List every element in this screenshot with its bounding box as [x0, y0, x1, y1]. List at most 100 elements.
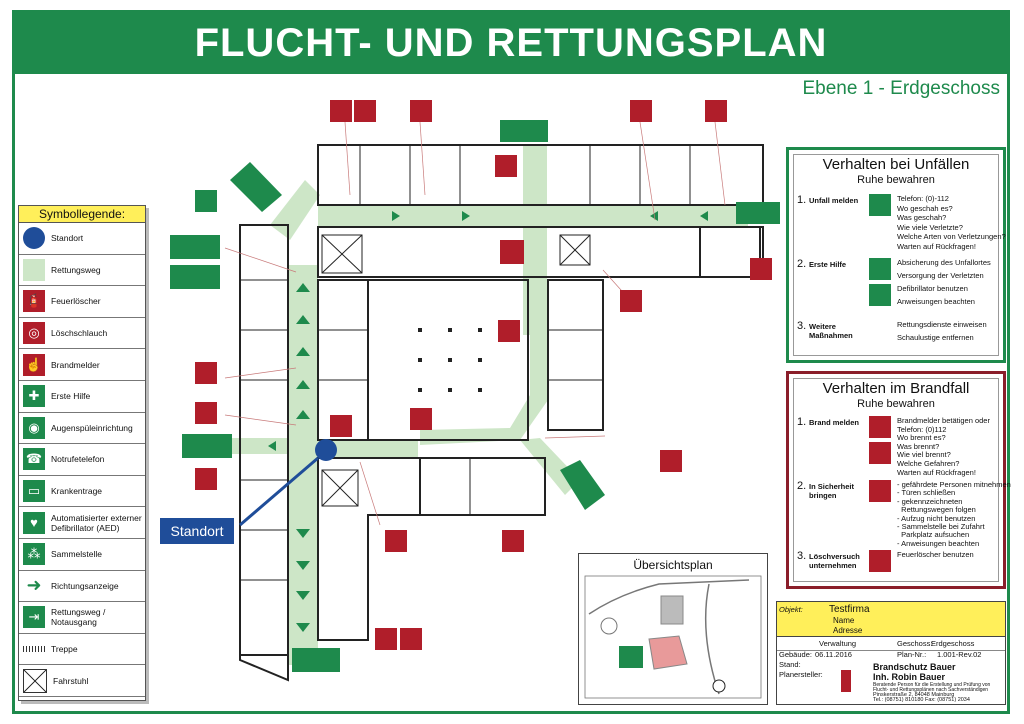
company-address: Pinskerstraße 2, 84048 Mainburg [873, 692, 955, 698]
escape-route-area [225, 145, 748, 665]
step-text: Versorgung der Verletzten [897, 271, 984, 280]
company-fine-1: Beratende Person für die Erstellung und … [873, 682, 991, 688]
step-icon [869, 480, 891, 502]
step-text: - Sammelstelle bei Zufahrt [897, 522, 985, 531]
level-label: Ebene 1 - Erdgeschoss [802, 78, 1000, 99]
legend-item: ☝Brandmelder [19, 349, 145, 381]
fire-procedure-panel: Verhalten im Brandfall Ruhe bewahren 1.B… [786, 371, 1011, 589]
step-text: - gefährdete Personen mitnehmen [897, 480, 1011, 489]
step-label: Weitere Maßnahmen [809, 322, 853, 340]
company-contact: Tel.: (08751) 810180 Fax: (08751) 2034 [873, 697, 970, 703]
step-text: Schaulustige entfernen [897, 333, 974, 342]
step-text: Brandmelder betätigen oder [897, 416, 990, 425]
building-walls [239, 144, 764, 682]
direction-arrow-icon: ➜ [26, 575, 42, 596]
emergency-exit-icon: ⇥ [23, 606, 45, 629]
legend-label: Notrufetelefon [51, 454, 105, 465]
step-text: Parkplatz aufsuchen [897, 530, 970, 540]
step-text: Defibrillator benutzen [897, 284, 968, 293]
legend-label: Rettungsweg / Notausgang [51, 607, 106, 628]
step-text: - Anweisungen beachten [897, 538, 980, 548]
objekt-name: Name [833, 616, 855, 625]
step-text: - Türen schließen [897, 488, 956, 498]
step-number: 3. [797, 320, 807, 332]
legend-item: Fahrstuhl [19, 665, 145, 697]
step-icon [869, 550, 891, 572]
step-text: Absicherung des Unfallortes [897, 258, 991, 267]
gebaeude-label: Gebäude: [779, 650, 812, 659]
fire-hose-icon: ◎ [23, 322, 45, 345]
legend-item: ▭Krankentrage [19, 476, 145, 508]
title-block: Objekt: Testfirma Name Adresse Verwaltun… [776, 601, 1006, 705]
legend-title: Symbollegende: [19, 206, 145, 223]
objekt-value: Testfirma [829, 604, 870, 615]
accident-subtitle: Ruhe bewahren [857, 174, 935, 186]
step-text: - gekennzeichneten [897, 496, 963, 506]
step-label: In Sicherheit bringen [809, 482, 855, 500]
legend-label: Feuerlöscher [51, 296, 101, 307]
plan-nr-label: Plan-Nr.: [897, 650, 927, 659]
step-text: Was brennt? [897, 441, 940, 451]
overview-drawing [584, 575, 762, 699]
stand-label: Stand: [779, 660, 801, 669]
leader-lines [224, 121, 726, 526]
step-text: Telefon: (0)-112 [897, 194, 949, 203]
legend-item: ♥Automatisierter externer Defibrillator … [19, 507, 145, 539]
step-text: Telefon: (0)112 [897, 424, 947, 434]
stairs-icon [321, 234, 591, 507]
legend-item: ◎Löschschlauch [19, 318, 145, 350]
step-text: Welche Gefahren? [897, 459, 960, 468]
overview-title: Übersichtsplan [633, 558, 713, 572]
company-logo-icon [841, 670, 851, 692]
standort-label: Standort [160, 518, 234, 544]
standort-marker [315, 439, 337, 461]
step-text: Rettungswegen folgen [897, 505, 976, 515]
legend-label: Automatisierter externer Defibrillator (… [51, 512, 142, 533]
step-text: Was geschah? [897, 213, 947, 222]
legend-item: Rettungsweg [19, 255, 145, 287]
step-icon [869, 416, 891, 438]
legend-item: Treppe [19, 634, 145, 666]
planersteller-label: Planersteller: [779, 670, 823, 679]
fire-extinguisher-icon: 🧯 [23, 290, 45, 313]
legend-label: Richtungsanzeige [51, 580, 119, 591]
overview-map: Übersichtsplan [578, 553, 768, 705]
stretcher-icon: ▭ [23, 480, 45, 503]
fire-title: Verhalten im Brandfall [822, 380, 970, 397]
step-text: Warten auf Rückfragen! [897, 241, 976, 251]
step-text: Wie viele Verletzte? [897, 222, 963, 232]
accident-title: Verhalten bei Unfällen [822, 156, 970, 173]
legend-label: Fahrstuhl [53, 675, 89, 686]
first-aid-icon: ✚ [23, 385, 45, 408]
legend-item: ☎Notrufetelefon [19, 444, 145, 476]
rettungsweg-swatch-icon [23, 258, 45, 281]
step-label: Erste Hilfe [809, 260, 847, 269]
company-fine-2: Flucht- und Rettungsplänen nach Sachvers… [873, 687, 989, 693]
step-icon [869, 442, 891, 464]
step-text: Wie viel brennt? [897, 450, 951, 460]
step-icon [869, 284, 891, 306]
fire-alarm-icon: ☝ [23, 353, 45, 376]
floor-plan [170, 100, 780, 682]
step-number: 2. [797, 480, 807, 492]
plan-signs [170, 100, 780, 672]
legend-item: ◉Augenspüleinrichtung [19, 413, 145, 445]
legend-item: ➜ Richtungsanzeige [19, 571, 145, 603]
eye-wash-icon: ◉ [23, 416, 45, 439]
step-label: Brand melden [809, 418, 860, 427]
stairs-icon [23, 646, 45, 653]
step-number: 1. [797, 416, 807, 428]
geschoss-label: Geschoss: [897, 639, 933, 648]
legend-label: Standort [51, 233, 84, 244]
columns [418, 328, 482, 392]
legend-label: Erste Hilfe [51, 391, 91, 402]
direction-arrows [268, 211, 708, 632]
plan-frame [12, 10, 1010, 714]
legend-item: Standort [19, 223, 145, 255]
step-label: Löschversuch unternehmen [809, 552, 860, 570]
legend-label: Treppe [51, 644, 78, 655]
step-text: Warten auf Rückfragen! [897, 467, 976, 477]
page-title: FLUCHT- UND RETTUNGSPLAN [14, 12, 1008, 74]
objekt-address: Adresse [833, 626, 863, 635]
legend-label: Rettungsweg [51, 264, 101, 275]
